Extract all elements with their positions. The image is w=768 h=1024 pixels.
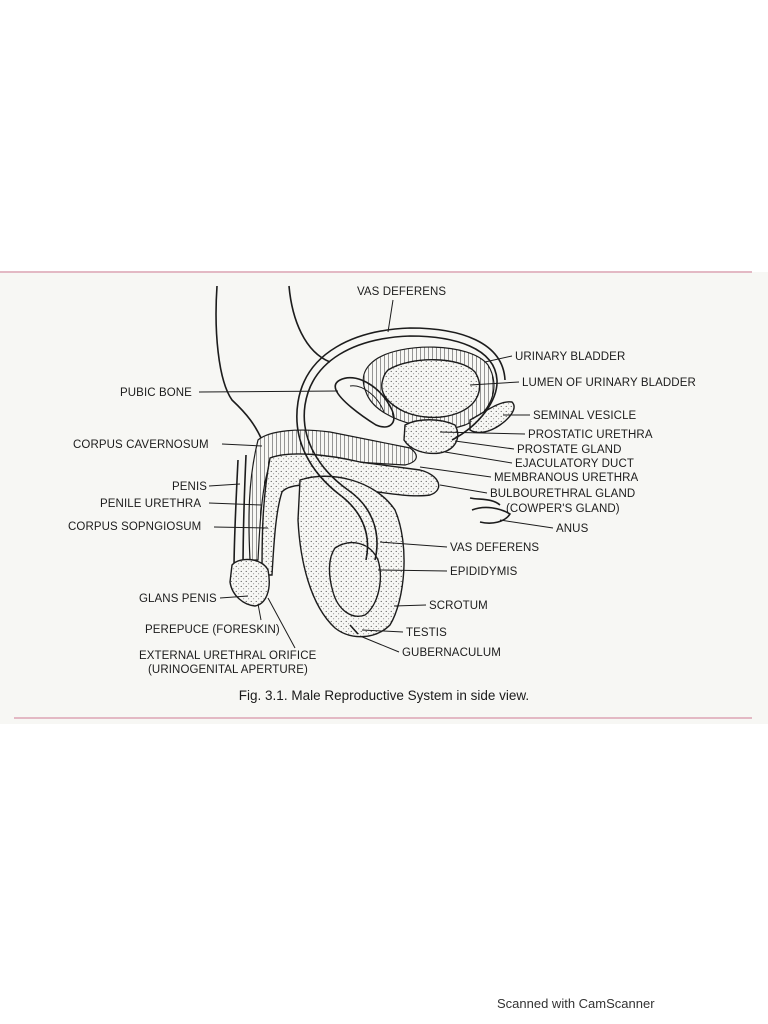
- label-ejaculatory-duct: EJACULATORY DUCT: [515, 458, 634, 470]
- label-vas-deferens-top: VAS DEFERENS: [357, 286, 446, 298]
- pubic-bone: [334, 376, 395, 428]
- label-glans-penis: GLANS PENIS: [139, 593, 217, 605]
- body-outline: [215, 285, 501, 506]
- label-epididymis: EPIDIDYMIS: [450, 566, 518, 578]
- label-pubic-bone: PUBIC BONE: [120, 387, 192, 399]
- vas-deferens-duct: [303, 335, 498, 561]
- scrotum-testis: [297, 475, 405, 638]
- labels: VAS DEFERENS URINARY BLADDER LUMEN OF UR…: [68, 286, 696, 676]
- label-testis: TESTIS: [406, 627, 447, 639]
- label-membranous-urethra: MEMBRANOUS URETHRA: [494, 472, 639, 484]
- label-prostatic-urethra: PROSTATIC URETHRA: [528, 429, 653, 441]
- label-gubernaculum: GUBERNACULUM: [402, 647, 501, 659]
- urinary-bladder: [362, 346, 495, 431]
- vas-deferens-duct-outer: [296, 327, 506, 561]
- label-seminal-vesicle: SEMINAL VESICLE: [533, 410, 637, 422]
- label-corpus-spongiosum: CORPUS SOPNGIOSUM: [68, 521, 201, 533]
- camscanner-watermark: Scanned with CamScanner: [497, 996, 655, 1011]
- label-anus: ANUS: [556, 523, 589, 535]
- label-prostate-gland: PROSTATE GLAND: [517, 444, 622, 456]
- label-penis: PENIS: [172, 481, 207, 493]
- figure-caption: Fig. 3.1. Male Reproductive System in si…: [238, 688, 530, 703]
- label-prepuce: PEREPUCE (FORESKIN): [145, 624, 280, 636]
- label-penile-urethra: PENILE URETHRA: [100, 498, 201, 510]
- label-bulbourethral-gland: BULBOURETHRAL GLAND: [490, 488, 635, 500]
- page-edge-top: [0, 271, 752, 273]
- anus-region: [471, 506, 512, 524]
- label-corpus-cavernosum: CORPUS CAVERNOSUM: [73, 439, 209, 451]
- label-lumen: LUMEN OF URINARY BLADDER: [522, 377, 696, 389]
- prostate-gland: [403, 419, 459, 455]
- label-vas-deferens-lower: VAS DEFERENS: [450, 542, 539, 554]
- label-urinary-bladder: URINARY BLADDER: [515, 351, 625, 363]
- label-external-orifice: EXTERNAL URETHRAL ORIFICE: [139, 650, 317, 662]
- label-scrotum: SCROTUM: [429, 600, 488, 612]
- page-edge-bottom: [14, 717, 752, 719]
- label-cowpers-gland: (COWPER'S GLAND): [506, 503, 620, 515]
- label-urinogenital-aperture: (URINOGENITAL APERTURE): [148, 664, 308, 676]
